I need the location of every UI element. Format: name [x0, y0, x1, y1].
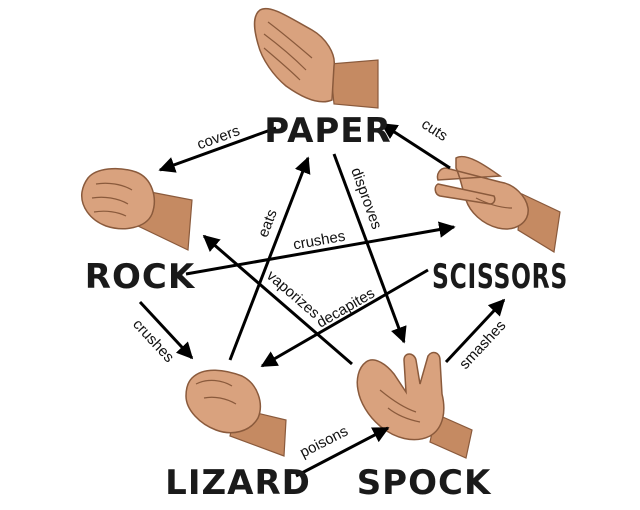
arrow-lizard-eats-paper	[228, 156, 311, 361]
vulcan-salute-hand-icon	[356, 351, 473, 459]
node-paper-label: PAPER	[264, 111, 391, 151]
two-finger-hand-icon	[434, 155, 561, 253]
pinching-hand-icon	[185, 369, 287, 457]
node-lizard-label: LIZARD	[165, 463, 311, 503]
verb-smashes: smashes	[456, 317, 509, 372]
arrows	[138, 122, 506, 478]
verb-crushes-lizard: crushes	[129, 316, 177, 366]
arrow-paper-disproves-spock	[332, 153, 407, 344]
arrow-rock-crushes-scissors	[185, 221, 456, 276]
arrow-lizard-poisons-spock	[295, 426, 390, 478]
fist-icon	[81, 167, 193, 251]
node-spock-label: SPOCK	[357, 463, 492, 503]
node-scissors-label: SCISSORS	[432, 257, 568, 297]
verb-disproves: disproves	[347, 165, 385, 231]
arrow-scissors-decapites-lizard	[260, 268, 429, 368]
arrow-spock-vaporizes-rock	[202, 234, 353, 366]
verb-cuts: cuts	[418, 116, 450, 145]
node-rock-label: ROCK	[85, 257, 196, 297]
arrow-paper-covers-rock	[158, 126, 277, 173]
verb-decapites: decapites	[314, 285, 378, 332]
node-labels: PAPER ROCK SCISSORS LIZARD SPOCK	[85, 111, 568, 503]
arrow-rock-crushes-lizard	[138, 300, 194, 360]
flat-hand-icon	[253, 7, 379, 109]
arrow-spock-smashes-scissors	[444, 298, 506, 364]
verb-poisons: poisons	[297, 423, 351, 462]
arrow-scissors-cuts-paper	[380, 122, 451, 170]
